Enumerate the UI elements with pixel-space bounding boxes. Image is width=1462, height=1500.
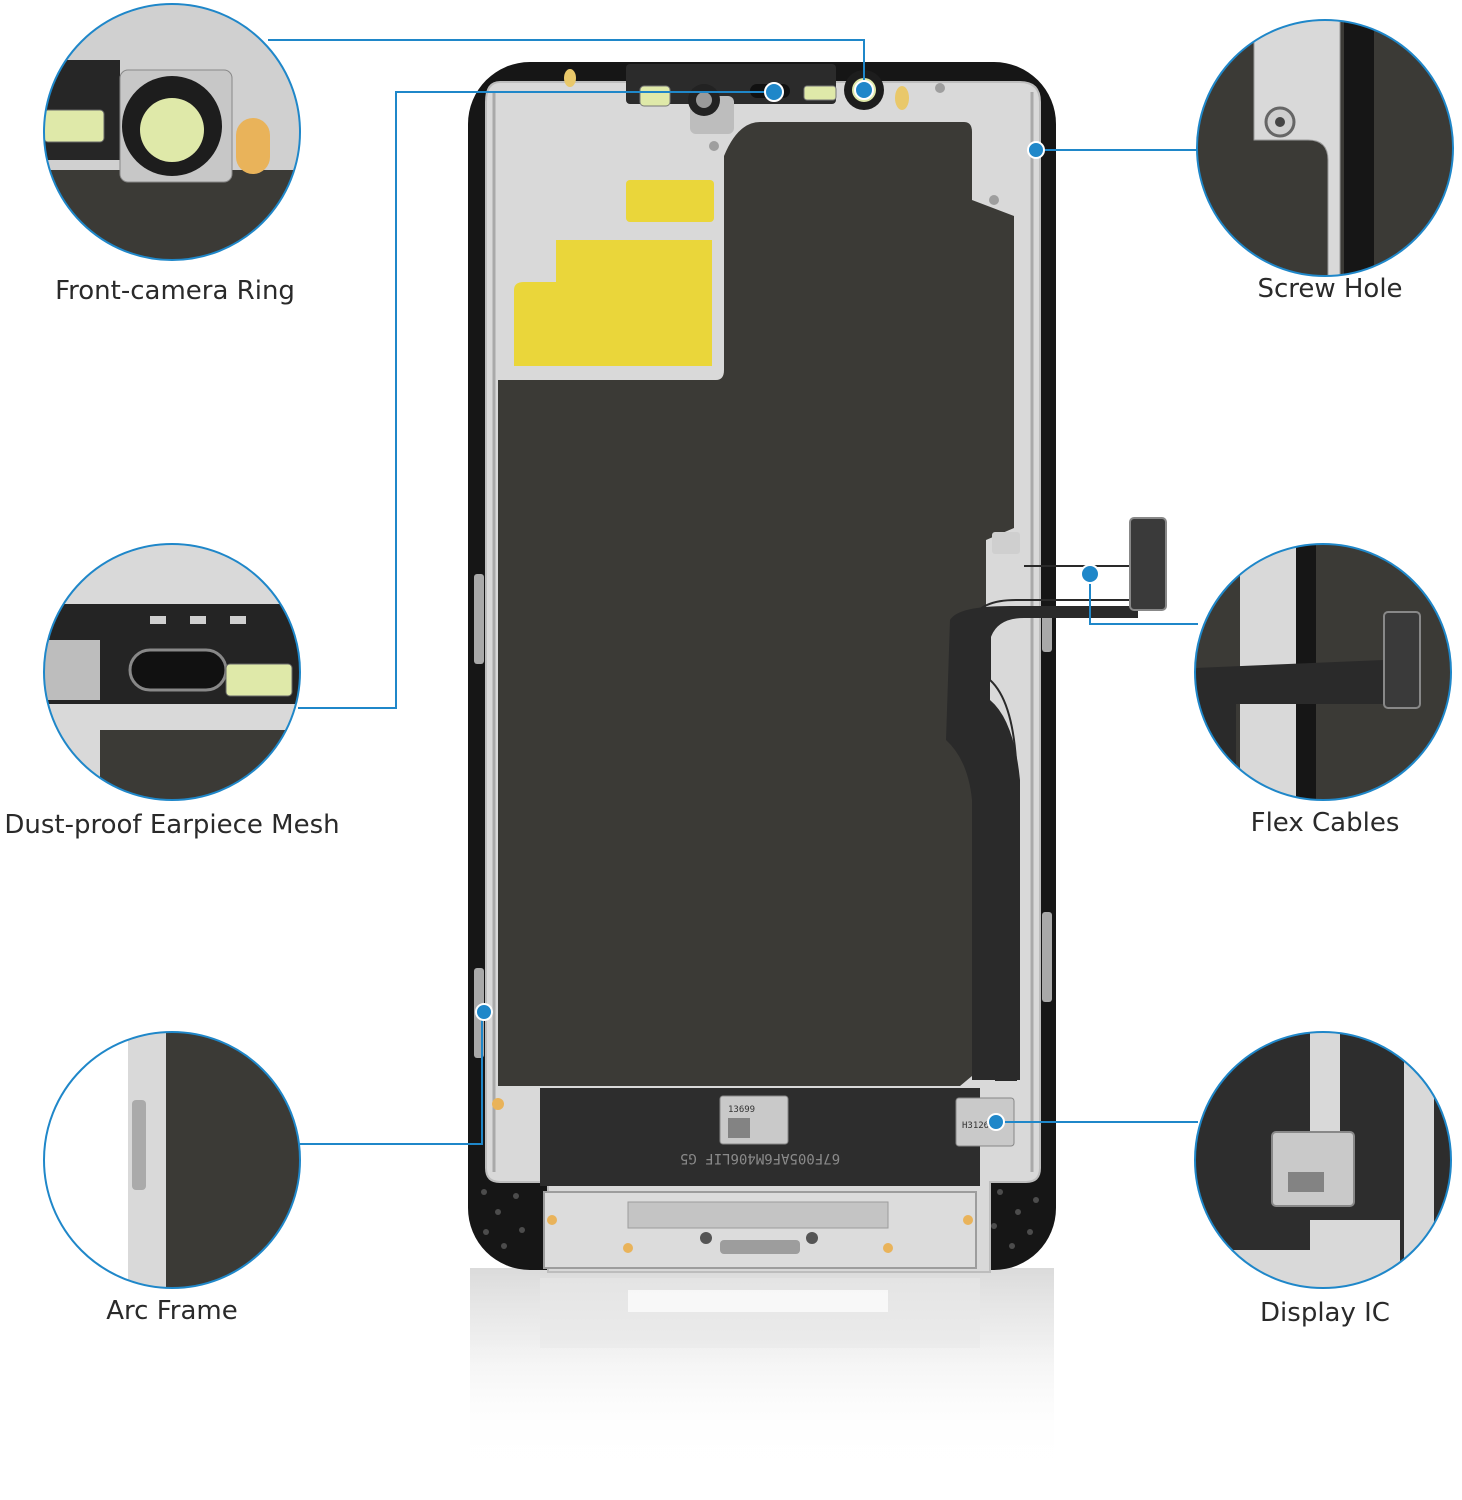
- yellow-tape-large: [514, 240, 712, 366]
- label-front-camera-ring: Front-camera Ring: [55, 276, 295, 306]
- yellow-tape-small: [626, 180, 714, 222]
- label-display-ic: Display IC: [1260, 1298, 1390, 1328]
- label-earpiece-mesh: Dust-proof Earpiece Mesh: [4, 810, 340, 840]
- label-screw-hole: Screw Hole: [1257, 274, 1403, 304]
- zoom-arc-frame: [43, 1031, 301, 1289]
- callout-dots: [475, 80, 1100, 1131]
- line-flex: [1089, 574, 1198, 625]
- bezel-holes: [481, 1189, 1039, 1249]
- line-earpiece: [298, 91, 774, 709]
- label-arc-frame: Arc Frame: [106, 1296, 238, 1326]
- panel-serial: 67F005AF6M406LIF G5: [680, 1150, 840, 1166]
- chip-code-small: 13699: [728, 1105, 755, 1115]
- zoom-front-camera-ring: [43, 3, 301, 261]
- zoom-flex-cables: [1194, 543, 1452, 801]
- zoom-screw-hole: [1196, 19, 1454, 277]
- callout-lines: [268, 39, 1198, 1145]
- lcd-assembly: 13699 H3126 67F005AF6M406LIF G5: [468, 62, 1167, 1273]
- chip-code-ic: H3126: [962, 1121, 989, 1131]
- lcd-back-panel: [498, 122, 1014, 1086]
- line-front-camera: [268, 39, 865, 90]
- flex-connector: [1129, 517, 1167, 611]
- label-flex-cables: Flex Cables: [1250, 808, 1400, 838]
- line-arc-frame: [300, 1012, 483, 1145]
- zoom-earpiece-mesh: [43, 543, 301, 801]
- screen-reflection: [470, 1268, 1054, 1500]
- zoom-display-ic: [1194, 1031, 1452, 1289]
